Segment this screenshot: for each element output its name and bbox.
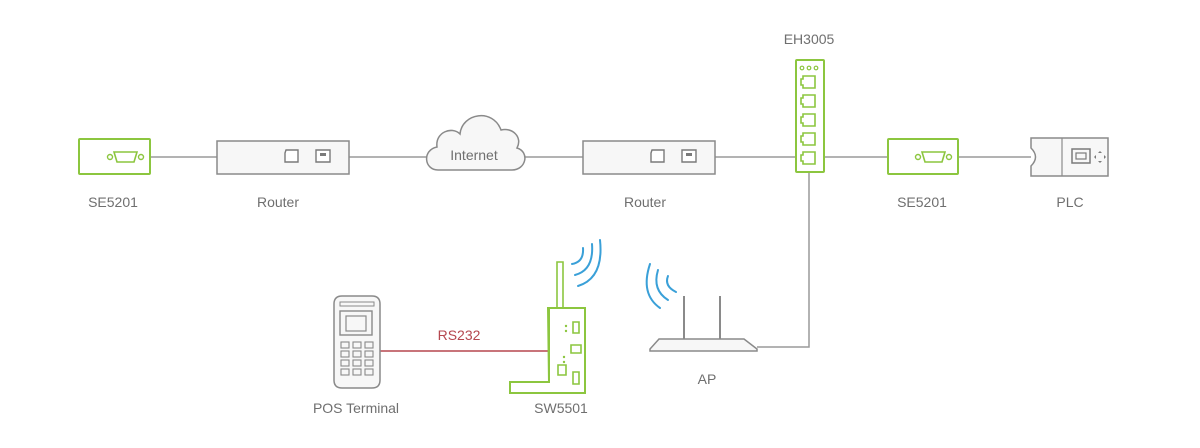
ap-device	[649, 296, 758, 352]
pos-terminal-label: POS Terminal	[313, 400, 399, 416]
internet-cloud	[425, 114, 526, 171]
pos-terminal-device	[333, 295, 381, 389]
se5201-left-label: SE5201	[88, 194, 138, 210]
router-right-label: Router	[624, 194, 666, 210]
sw5501-label: SW5501	[534, 400, 588, 416]
eh3005-device	[795, 59, 825, 173]
ap-label: AP	[698, 371, 717, 387]
router-left-label: Router	[257, 194, 299, 210]
se5201-right-device	[887, 138, 959, 175]
router-right-device	[582, 140, 716, 175]
se5201-left-device	[78, 138, 151, 175]
sw5501-wireless-icon	[571, 239, 602, 287]
plc-device	[1030, 137, 1109, 177]
wires	[150, 156, 1031, 352]
ap-wireless-icon	[645, 263, 677, 309]
plc-label: PLC	[1056, 194, 1083, 210]
sw5501-device	[509, 261, 586, 394]
link-eh3005-to-ap	[757, 172, 810, 348]
rs232-label: RS232	[438, 327, 481, 343]
router-left-device	[216, 140, 350, 175]
internet-label: Internet	[450, 147, 498, 163]
se5201-right-label: SE5201	[897, 194, 947, 210]
eh3005-label: EH3005	[784, 31, 835, 47]
